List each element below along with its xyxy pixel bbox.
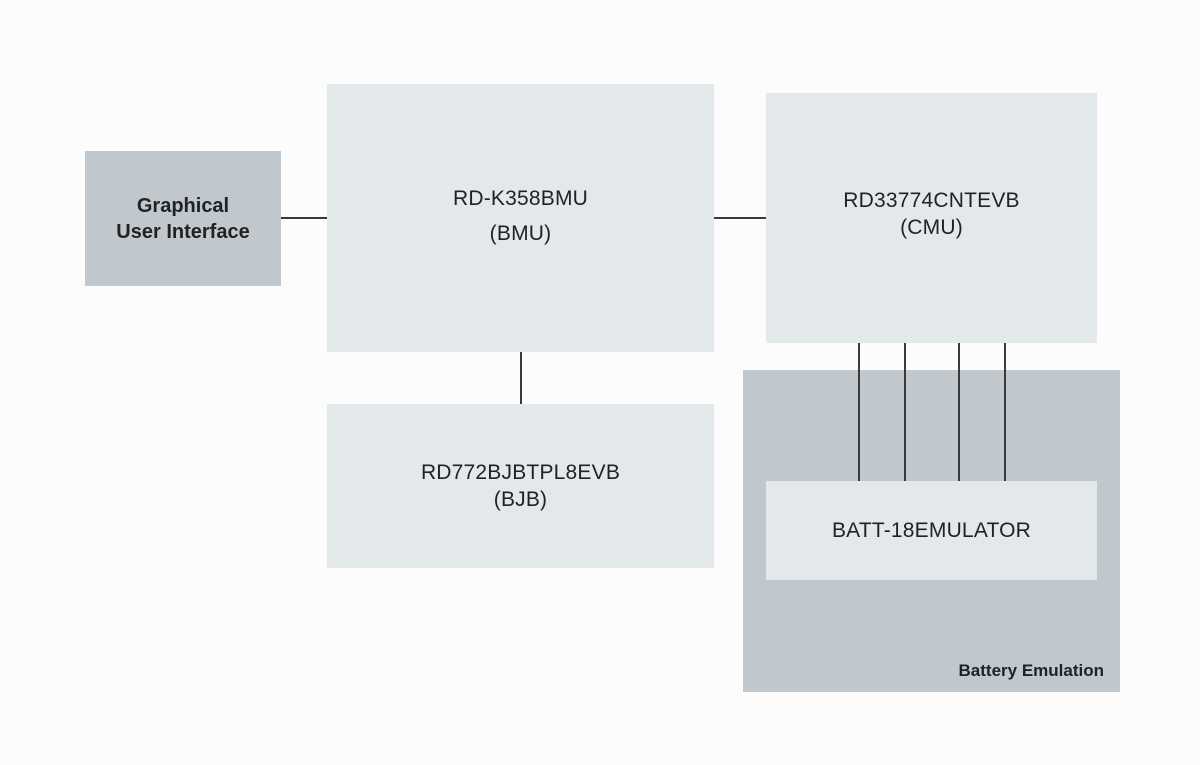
bjb-label-line1: RD772BJBTPL8EVB xyxy=(420,461,621,484)
emulator-block: BATT-18EMULATOR xyxy=(766,481,1097,580)
cmu-label-line2: (CMU) xyxy=(900,216,963,239)
connector-bmu-cmu xyxy=(714,217,766,219)
cmu-block: RD33774CNTEVB (CMU) xyxy=(766,93,1097,343)
connector-bmu-bjb xyxy=(520,352,522,404)
gui-label-line2: User Interface xyxy=(116,220,250,243)
connector-gui-bmu xyxy=(281,217,327,219)
connector-cmu-emulator-2 xyxy=(904,343,906,481)
bjb-block: RD772BJBTPL8EVB (BJB) xyxy=(327,404,714,568)
bmu-block: RD-K358BMU (BMU) xyxy=(327,84,714,352)
bmu-label-line1: RD-K358BMU xyxy=(452,187,589,210)
connector-cmu-emulator-3 xyxy=(958,343,960,481)
connector-cmu-emulator-4 xyxy=(1004,343,1006,481)
bmu-label-line2: (BMU) xyxy=(489,222,552,245)
connector-cmu-emulator-1 xyxy=(858,343,860,481)
cmu-label-line1: RD33774CNTEVB xyxy=(843,189,1020,212)
battery-emulation-label: Battery Emulation xyxy=(958,661,1104,680)
gui-label-line1: Graphical xyxy=(136,194,230,217)
emulator-label: BATT-18EMULATOR xyxy=(831,519,1032,542)
gui-block: Graphical User Interface xyxy=(85,151,281,286)
bjb-label-line2: (BJB) xyxy=(493,488,548,511)
